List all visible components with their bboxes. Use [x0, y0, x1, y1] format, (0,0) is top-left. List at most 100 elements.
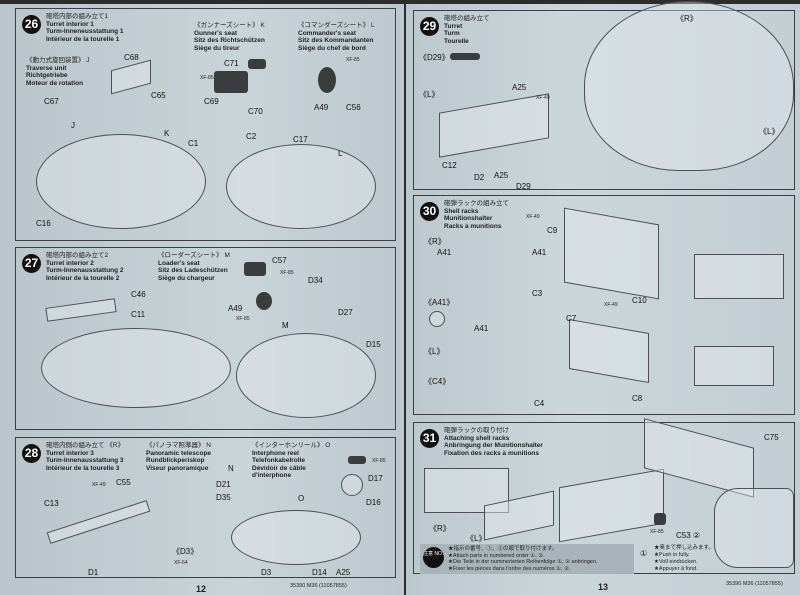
part-label: A49	[314, 103, 329, 112]
rack-assembly-drawing	[694, 346, 774, 386]
paint-code: XF-49	[604, 302, 618, 308]
part-label: O	[298, 494, 305, 503]
c53-drawing	[654, 513, 666, 525]
turret-shell-drawing	[584, 1, 794, 171]
turret-wall-drawing	[231, 510, 361, 565]
page-number: 12	[196, 584, 207, 594]
part-label: D3	[261, 568, 272, 577]
part-label: C69	[204, 97, 219, 106]
turret-side-drawing	[714, 488, 794, 568]
part-label: K	[164, 129, 170, 138]
part-label: C7	[566, 314, 577, 323]
part-label: A49	[228, 304, 243, 313]
part-label: 《R》	[429, 524, 451, 533]
rack-pair-drawing	[559, 468, 664, 543]
seat-pad-drawing	[256, 292, 272, 310]
part-label: C11	[131, 310, 146, 319]
part-label: D17	[368, 474, 383, 483]
part-label: 《L》	[759, 127, 780, 136]
part-label: A25	[494, 171, 509, 180]
paint-code: XF-64	[174, 560, 188, 566]
part-label: C12	[442, 161, 457, 170]
part-label: D21	[216, 480, 231, 489]
part-label: D27	[338, 308, 353, 317]
commander-seat-drawing	[318, 67, 336, 93]
part-label: C57	[272, 256, 287, 265]
part-label: D35	[216, 493, 231, 502]
paint-code: XF-85	[236, 316, 250, 322]
a41-drawing	[429, 311, 445, 327]
part-label: C55	[116, 478, 131, 487]
part-label: 《L》	[419, 90, 440, 99]
part-label: C9	[547, 226, 558, 235]
paint-code: XF-85	[280, 270, 294, 276]
rack-assembly-drawing	[694, 254, 784, 299]
c46-drawing	[45, 298, 117, 322]
notice-icon: 注意 NOTICE	[423, 547, 444, 568]
d16-drawing	[341, 474, 363, 496]
part-label: C13	[44, 499, 59, 508]
part-label: 《L》	[424, 347, 445, 356]
traverse-motor-drawing	[111, 59, 151, 95]
part-label: C10	[632, 296, 647, 305]
step-number: 31	[420, 429, 439, 448]
step-number: 29	[420, 17, 439, 36]
c8-rack-drawing	[569, 318, 649, 384]
part-label: 《D29》	[419, 53, 450, 62]
paint-code: XF-85	[650, 529, 664, 535]
part-label: 《L》	[466, 534, 487, 543]
part-label: 《D3》	[172, 547, 199, 556]
c13-rail-drawing	[46, 500, 151, 544]
part-label: ①	[640, 549, 648, 558]
part-label: D16	[366, 498, 381, 507]
push-in-note: ★奥まで押し込みます。★Push in fully.★Voll eindrück…	[654, 545, 714, 572]
part-label: C65	[151, 91, 166, 100]
part-label: C56	[346, 103, 361, 112]
kit-code: 35390 M36 (11057855)	[726, 581, 783, 587]
turret-side-plate-drawing	[439, 93, 549, 158]
part-label: C2	[246, 132, 257, 141]
turret-ring-drawing	[36, 134, 206, 229]
seat-back-drawing	[248, 59, 266, 69]
part-label: C3	[532, 289, 543, 298]
paint-code: XF-85	[372, 458, 386, 464]
paint-code: XF-85	[346, 57, 360, 63]
seat-cushion-drawing	[214, 71, 248, 93]
reel-drawing	[348, 456, 366, 464]
part-label: C67	[44, 97, 59, 106]
part-label: C71	[224, 59, 239, 68]
part-label: C70	[248, 107, 263, 116]
part-label: 《R》	[424, 237, 446, 246]
paint-code: XF-49	[536, 95, 550, 101]
part-label: A25	[512, 83, 527, 92]
loader-seat-drawing	[244, 262, 266, 276]
part-label: A41	[532, 248, 547, 257]
paint-code: XF-85	[200, 75, 214, 81]
part-label: D1	[88, 568, 99, 577]
part-label: A41	[437, 248, 452, 257]
part-label: J	[71, 121, 75, 130]
step-number: 30	[420, 202, 439, 221]
part-label: A41	[474, 324, 489, 333]
part-label: A25	[336, 568, 351, 577]
part-label: C68	[124, 53, 139, 62]
step-number: 28	[22, 444, 41, 463]
part-label: C8	[632, 394, 643, 403]
d29-drawing	[450, 53, 480, 60]
